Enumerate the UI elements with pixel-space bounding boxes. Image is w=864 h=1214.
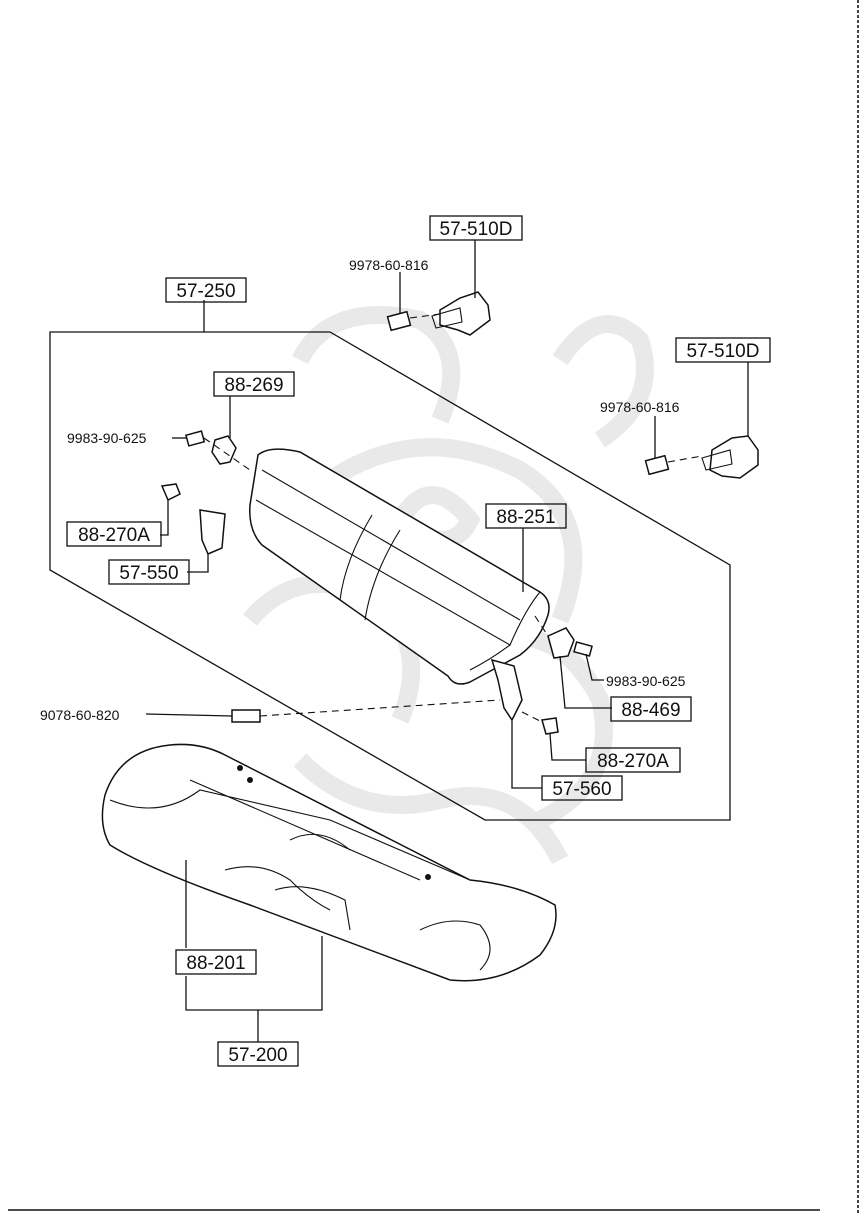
assembly-outline-57-250: [49, 300, 731, 821]
hinge-bracket-right: [701, 435, 759, 479]
seat-cushion: [101, 743, 557, 982]
dash-top-bolt: [409, 313, 441, 319]
dash-270A-right: [521, 711, 543, 723]
svg-text:88-469: 88-469: [621, 700, 680, 721]
label-88-251: 88-251: [485, 503, 567, 529]
bracket-57-550-icon: [199, 509, 226, 555]
bolt-9978-right-icon: [644, 454, 670, 476]
bracket-88-269-icon: [211, 435, 237, 465]
svg-text:57-510D: 57-510D: [687, 341, 760, 362]
leader-88-469: [559, 655, 612, 709]
dash-9078: [259, 699, 501, 717]
hinge-bracket-top: [431, 291, 491, 336]
label-9978-60-816-top: 9978-60-816: [349, 257, 429, 273]
svg-text:57-510D: 57-510D: [440, 219, 513, 240]
svg-text:88-270A: 88-270A: [597, 751, 669, 772]
label-57-560: 57-560: [541, 775, 623, 801]
svg-text:57-550: 57-550: [119, 563, 178, 584]
bolt-9978-top-icon: [386, 310, 412, 332]
label-88-269: 88-269: [213, 371, 295, 397]
seat-back-cushion: [249, 448, 550, 685]
leader-88-270A-right: [549, 733, 586, 761]
dash-right-bolt: [667, 455, 703, 463]
svg-text:88-201: 88-201: [186, 953, 245, 974]
dash-left-bolt: [203, 437, 251, 471]
label-57-200: 57-200: [217, 1041, 299, 1067]
bolt-9983-left-icon: [185, 430, 206, 447]
dash-right-469: [534, 615, 549, 637]
leader-57-560: [511, 720, 542, 789]
svg-text:88-270A: 88-270A: [78, 525, 150, 546]
label-57-510D-right: 57-510D: [675, 337, 771, 363]
label-88-270A-right: 88-270A: [585, 747, 681, 773]
label-88-270A-left: 88-270A: [66, 521, 162, 547]
svg-text:57-560: 57-560: [552, 779, 611, 800]
leader-57-200: [185, 936, 323, 1042]
leader-9983-right: [585, 653, 604, 681]
label-57-510D-top: 57-510D: [429, 215, 523, 241]
bracket-88-469-icon: [547, 627, 575, 659]
svg-text:57-200: 57-200: [228, 1045, 287, 1066]
bolt-9078-icon: [231, 709, 261, 723]
nut-88-270A-right-icon: [541, 717, 559, 735]
svg-text:88-251: 88-251: [496, 507, 555, 528]
bolt-9983-right-icon: [573, 641, 593, 657]
label-9983-90-625-right: 9983-90-625: [606, 673, 686, 689]
leader-88-270A-left: [160, 500, 169, 536]
bracket-57-560-icon: [490, 658, 523, 722]
svg-text:57-250: 57-250: [176, 281, 235, 302]
label-88-201: 88-201: [175, 949, 257, 975]
svg-text:88-269: 88-269: [224, 375, 283, 396]
leader-57-550: [187, 554, 209, 573]
leader-9078: [145, 713, 233, 717]
nut-88-270A-left-icon: [160, 483, 181, 502]
label-9983-90-625-left: 9983-90-625: [67, 430, 147, 446]
label-57-550: 57-550: [108, 559, 190, 585]
label-57-250: 57-250: [165, 277, 247, 303]
label-9978-60-816-right: 9978-60-816: [600, 399, 680, 415]
label-9078-60-820: 9078-60-820: [40, 707, 120, 723]
label-88-469: 88-469: [610, 696, 692, 722]
